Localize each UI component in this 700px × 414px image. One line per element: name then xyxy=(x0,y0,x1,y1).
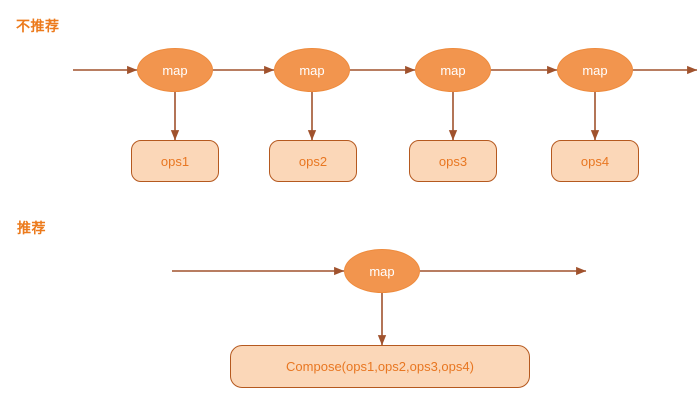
section-label-recommended: 推荐 xyxy=(17,220,46,236)
node-compose-label: Compose(ops1,ops2,ops3,ops4) xyxy=(286,359,474,374)
node-map-1-label: map xyxy=(162,62,188,78)
node-map-2[interactable]: map xyxy=(274,48,350,92)
node-ops3-label: ops3 xyxy=(438,153,468,169)
node-ops2-label: ops2 xyxy=(298,153,328,169)
node-map-5-label: map xyxy=(369,263,395,279)
node-map-4-label: map xyxy=(582,62,608,78)
section-label-not-recommended: 不推荐 xyxy=(16,18,60,34)
node-map-4[interactable]: map xyxy=(557,48,633,92)
node-map-3-label: map xyxy=(440,62,466,78)
node-compose[interactable]: Compose(ops1,ops2,ops3,ops4) xyxy=(230,345,530,388)
node-map-1[interactable]: map xyxy=(137,48,213,92)
node-ops2[interactable]: ops2 xyxy=(269,140,357,182)
node-ops4-label: ops4 xyxy=(580,153,610,169)
node-ops1[interactable]: ops1 xyxy=(131,140,219,182)
node-map-3[interactable]: map xyxy=(415,48,491,92)
op-arrows-not-recommended xyxy=(170,92,600,141)
node-ops1-label: ops1 xyxy=(160,153,190,169)
node-map-2-label: map xyxy=(299,62,325,78)
node-ops3[interactable]: ops3 xyxy=(409,140,497,182)
node-map-5[interactable]: map xyxy=(344,249,420,293)
node-ops4[interactable]: ops4 xyxy=(551,140,639,182)
